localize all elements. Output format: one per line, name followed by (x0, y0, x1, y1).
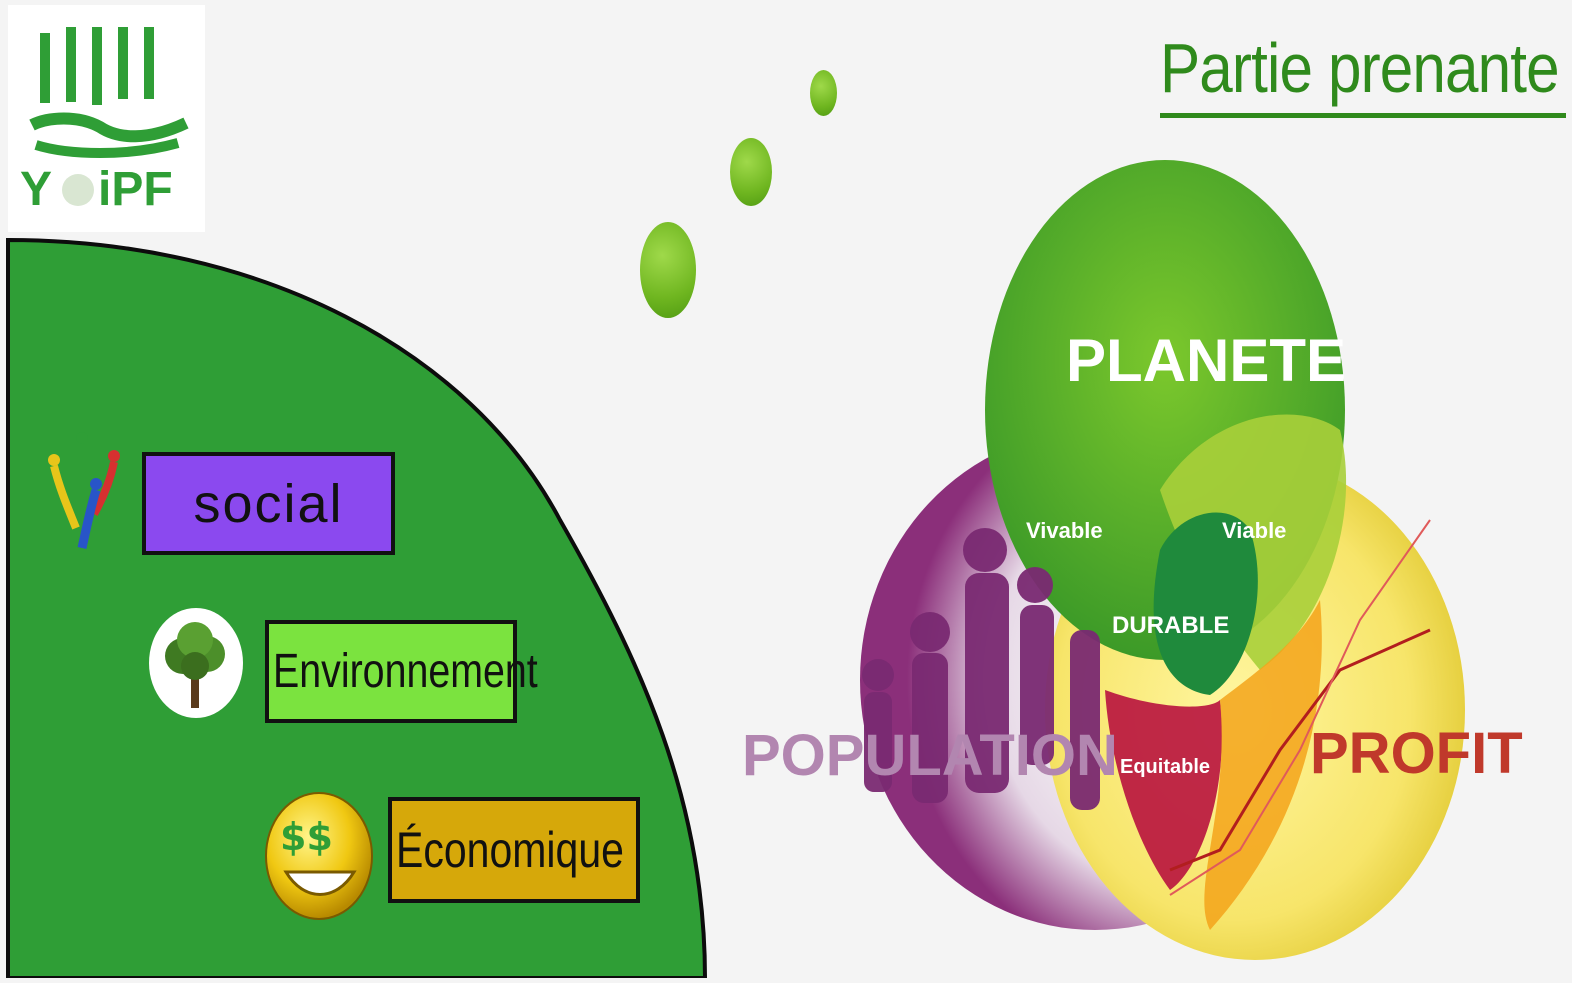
title-underline (1160, 113, 1566, 118)
environment-button[interactable]: Environnement (265, 620, 538, 723)
profit-label: PROFIT (1310, 721, 1523, 786)
economic-label: Économique (396, 822, 624, 878)
green-panel (6, 237, 708, 978)
svg-text:iPF: iPF (98, 163, 173, 216)
decor-dot-medium (730, 138, 772, 206)
population-label: POPULATION (742, 723, 1118, 788)
economic-button[interactable]: Économique (388, 797, 640, 903)
people-circle-icon (48, 432, 120, 549)
tree-icon (149, 608, 243, 718)
money-smiley-icon: $$ (265, 792, 373, 920)
livable-label: Vivable (1026, 518, 1103, 543)
logo: Y iPF (8, 5, 205, 232)
durable-label: DURABLE (1112, 612, 1230, 639)
environment-label: Environnement (273, 645, 538, 698)
logo-mark-icon: Y iPF (20, 27, 189, 216)
planet-label: PLANETE (1066, 327, 1347, 394)
social-label: social (193, 473, 344, 534)
svg-text:$$: $$ (280, 815, 333, 859)
social-button[interactable]: social (142, 452, 395, 555)
decor-dot-large (640, 222, 696, 318)
page-title: Partie prenante (1160, 29, 1560, 107)
sustainability-venn-diagram: PLANETE POPULATION PROFIT Vivable Viable… (740, 150, 1523, 978)
venn-graphic (860, 160, 1465, 960)
equitable-label: Equitable (1120, 756, 1211, 778)
viable-label: Viable (1222, 518, 1287, 543)
svg-text:Y: Y (20, 163, 52, 216)
decor-dot-small (810, 70, 837, 116)
